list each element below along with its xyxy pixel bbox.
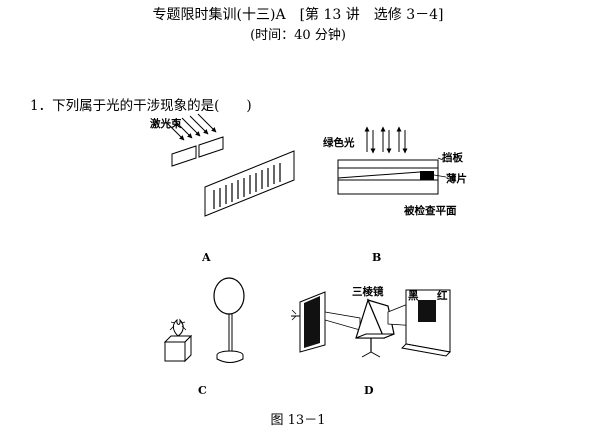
label-black: 黑 <box>408 290 419 302</box>
option-a-label: A <box>202 251 211 264</box>
question-1-text: 1．下列属于光的干涉现象的是( ) <box>30 98 252 114</box>
figure-b-air-wedge <box>337 126 449 195</box>
option-b-label: B <box>372 251 382 264</box>
option-c-label: C <box>198 384 207 397</box>
label-red: 红 <box>437 290 448 302</box>
page-title: 专题限时集训(十三)A [第 13 讲 选修 3－4] <box>152 7 444 23</box>
label-blocking-plate: 挡板 <box>442 152 463 164</box>
figure-d-prism <box>291 289 452 358</box>
figure-caption: 图 13－1 <box>270 413 326 428</box>
label-green-light: 绿色光 <box>323 137 355 149</box>
figure-a-double-slit <box>165 113 295 217</box>
label-thin-sheet: 薄片 <box>446 173 467 185</box>
option-d-label: D <box>364 384 374 397</box>
figure-c-soap-film <box>163 277 245 363</box>
label-inspected-surface: 被检查平面 <box>404 205 457 217</box>
label-prism: 三棱镜 <box>352 286 384 298</box>
time-limit: (时间：40 分钟) <box>250 28 346 43</box>
label-laser-beam: 激光束 <box>150 118 182 130</box>
